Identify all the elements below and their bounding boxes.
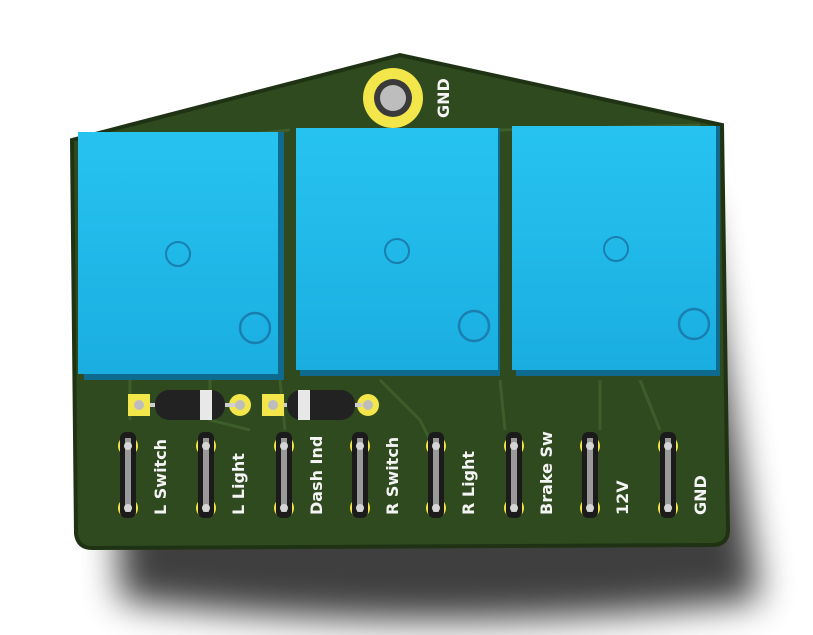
connector-label: L Light	[229, 453, 248, 515]
connector-l-light: L Light	[196, 432, 248, 518]
connector-gnd: GND	[658, 432, 710, 518]
connector-12v: 12V	[580, 432, 632, 518]
terminal-blade	[587, 438, 593, 512]
relay-2	[296, 128, 500, 376]
connector-row: L Switch L Light Dash Ind R Switch R Light Br…	[118, 431, 710, 518]
connector-r-switch: R Switch	[350, 432, 402, 518]
relay-3	[512, 126, 720, 376]
connector-label: R Switch	[383, 437, 402, 515]
connector-l-switch: L Switch	[118, 432, 170, 518]
diode-2	[262, 390, 379, 420]
diode-1	[128, 390, 251, 420]
connector-dash-ind: Dash Ind	[274, 432, 326, 518]
terminal-blade	[665, 438, 671, 512]
mount-hole	[363, 68, 423, 128]
connector-label: 12V	[613, 480, 632, 515]
pin	[280, 504, 288, 512]
connector-label: Dash Ind	[307, 436, 326, 515]
relay-1	[78, 132, 284, 380]
pin	[664, 504, 672, 512]
pin	[356, 504, 364, 512]
pin	[356, 442, 364, 450]
connector-r-light: R Light	[426, 432, 478, 518]
connector-label: R Light	[459, 451, 478, 515]
terminal-blade	[281, 438, 287, 512]
pin	[432, 442, 440, 450]
connector-label: L Switch	[151, 439, 170, 515]
pin	[124, 504, 132, 512]
pin	[432, 504, 440, 512]
pin	[664, 442, 672, 450]
terminal-blade	[433, 438, 439, 512]
terminal-blade	[357, 438, 363, 512]
connector-label: GND	[691, 475, 710, 515]
pin	[586, 442, 594, 450]
pin	[280, 442, 288, 450]
terminal-blade	[125, 438, 131, 512]
terminal-blade	[511, 438, 517, 512]
pin	[510, 442, 518, 450]
pin	[202, 442, 210, 450]
connector-label: Brake Sw	[537, 431, 556, 515]
terminal-blade	[203, 438, 209, 512]
pin	[510, 504, 518, 512]
mount-hole-label: GND	[434, 78, 453, 118]
connector-brake-sw: Brake Sw	[504, 431, 556, 518]
pin	[202, 504, 210, 512]
pin	[586, 504, 594, 512]
pin	[124, 442, 132, 450]
